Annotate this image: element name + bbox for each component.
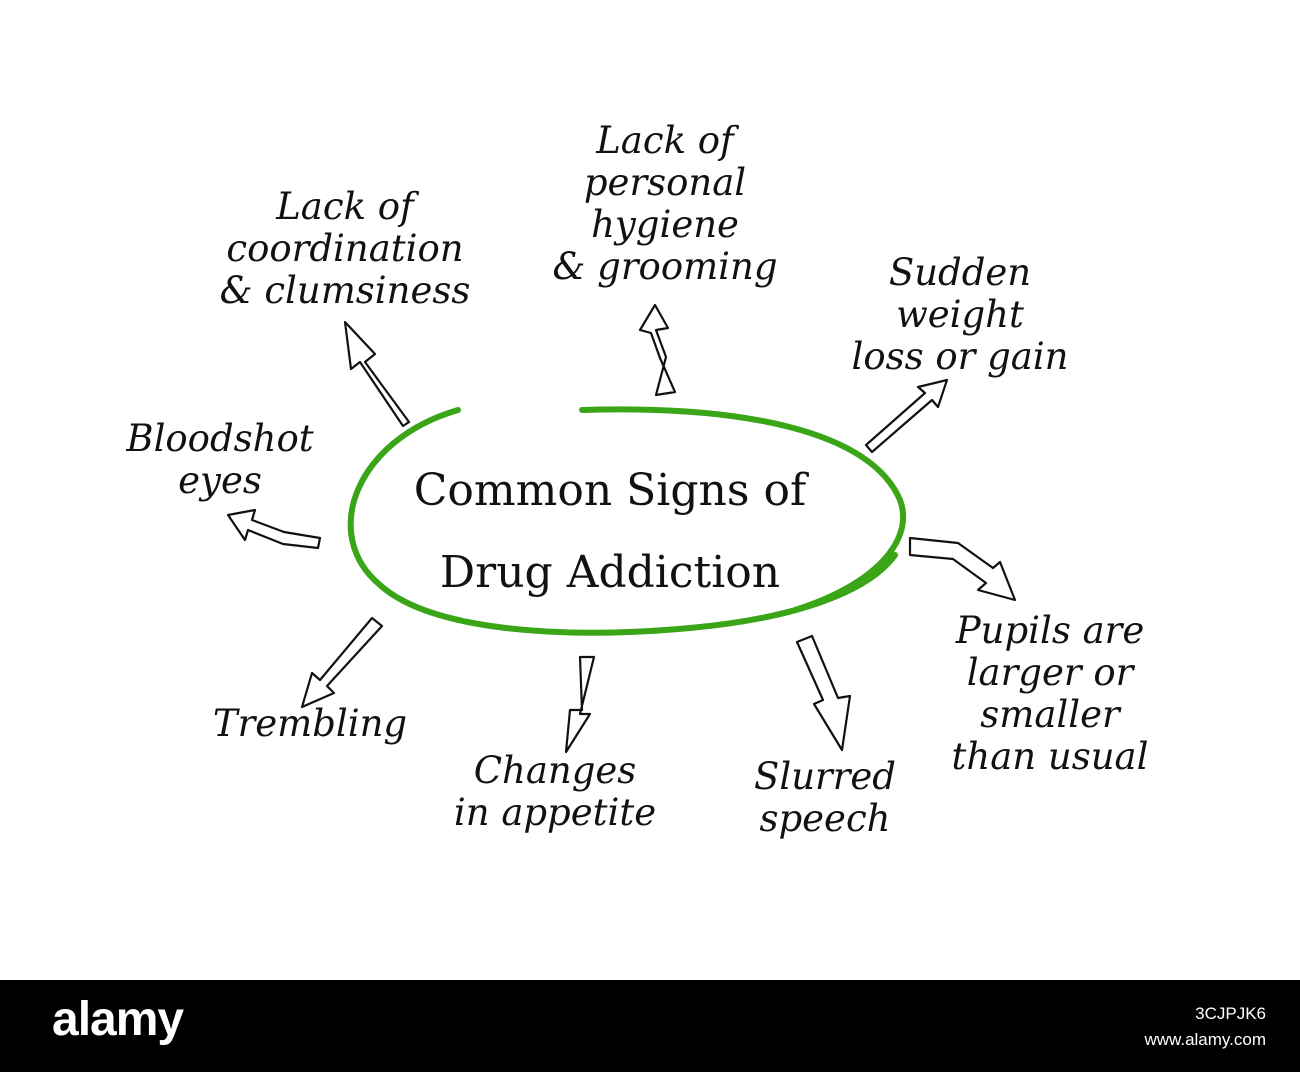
center-ellipse-stroke-right	[579, 406, 907, 613]
center-title-line1: Common Signs of	[413, 465, 807, 516]
sign-slurred-speech: Slurred speech	[754, 755, 896, 840]
stock-footer-bar: alamy 3CJPJK6 www.alamy.com	[0, 980, 1300, 1072]
alamy-logo: alamy	[52, 993, 184, 1046]
diagram-canvas	[226, 303, 1017, 754]
arrow-to-appetite	[564, 655, 596, 754]
arrow-to-bloodshot-eyes	[226, 508, 322, 550]
footer-url: www.alamy.com	[1144, 1030, 1266, 1049]
arrow-to-weight-change	[864, 378, 949, 454]
sign-lack-of-coordination: Lack of coordination & clumsiness	[219, 185, 471, 312]
sign-bloodshot-eyes: Bloodshot eyes	[126, 417, 314, 502]
image-id: 3CJPJK6	[1195, 1004, 1266, 1023]
sign-trembling: Trembling	[212, 702, 408, 745]
sign-changes-in-appetite: Changes in appetite	[453, 749, 657, 834]
diagram: Common Signs of Drug Addiction Lack of c…	[126, 119, 1149, 840]
arrow-to-trembling	[300, 616, 384, 709]
arrow-to-pupils	[908, 536, 1017, 602]
arrow-to-coordination	[343, 320, 411, 428]
sign-sudden-weight-change: Sudden weight loss or gain	[851, 251, 1069, 378]
arrow-to-hygiene	[638, 303, 677, 397]
center-title-line2: Drug Addiction	[439, 547, 781, 598]
center-title: Common Signs of Drug Addiction	[360, 450, 860, 614]
arrow-to-slurred-speech	[795, 634, 852, 752]
sign-lack-of-hygiene: Lack of personal hygiene & grooming	[552, 119, 778, 288]
sign-pupils-size: Pupils are larger or smaller than usual	[951, 609, 1149, 778]
